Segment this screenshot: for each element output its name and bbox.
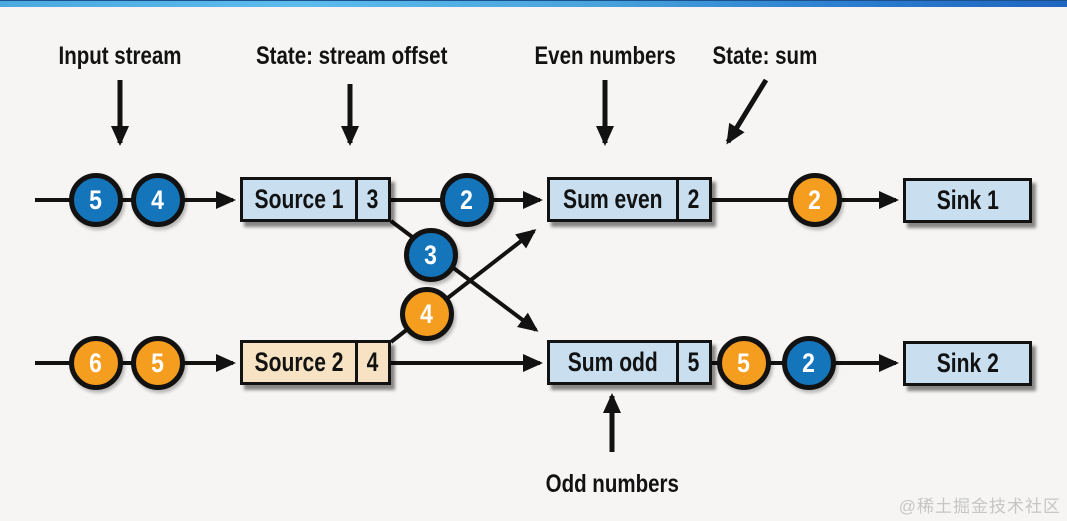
top-accent-bar [0, 0, 1067, 7]
source2-node: Source 2 4 [240, 340, 391, 385]
sum-odd-state-cell: 5 [676, 343, 709, 382]
token-cross-to-sum-even: 4 [400, 287, 454, 341]
token-sum-even-result: 2 [788, 173, 842, 227]
token-input-even-1: 5 [69, 173, 123, 227]
label-state-sum: State: sum [712, 42, 818, 70]
token-even-to-sum-even: 2 [440, 173, 494, 227]
token-input-odd-2: 5 [131, 336, 185, 390]
source1-state-cell: 3 [355, 180, 388, 219]
sink1-label: Sink 1 [936, 185, 999, 215]
sum-even-node: Sum even 2 [547, 177, 712, 222]
state-sum-arrow [725, 78, 769, 145]
label-input-stream: Input stream [58, 42, 182, 70]
sum-odd-node: Sum odd 5 [547, 340, 712, 385]
sink2-node: Sink 2 [903, 341, 1032, 386]
label-state-stream-offset: State: stream offset [256, 42, 448, 70]
label-odd-numbers: Odd numbers [545, 470, 679, 498]
token-cross-to-sum-odd: 3 [404, 228, 458, 282]
token-sum-odd-result-1: 5 [717, 336, 771, 390]
source2-label: Source 2 [254, 347, 344, 377]
label-even-numbers: Even numbers [534, 42, 676, 70]
sum-even-state-cell: 2 [676, 180, 709, 219]
token-sum-odd-result-2: 2 [782, 336, 836, 390]
sink1-node: Sink 1 [903, 178, 1032, 223]
watermark: @稀土掘金技术社区 [898, 497, 1061, 516]
sink2-label: Sink 2 [936, 348, 999, 378]
source1-node: Source 1 3 [240, 177, 391, 222]
token-input-even-2: 4 [131, 173, 185, 227]
source2-state-cell: 4 [355, 343, 388, 382]
source1-label: Source 1 [254, 184, 344, 214]
sum-even-label: Sum even [563, 184, 663, 214]
sum-odd-label: Sum odd [567, 347, 659, 377]
token-input-odd-1: 6 [69, 336, 123, 390]
